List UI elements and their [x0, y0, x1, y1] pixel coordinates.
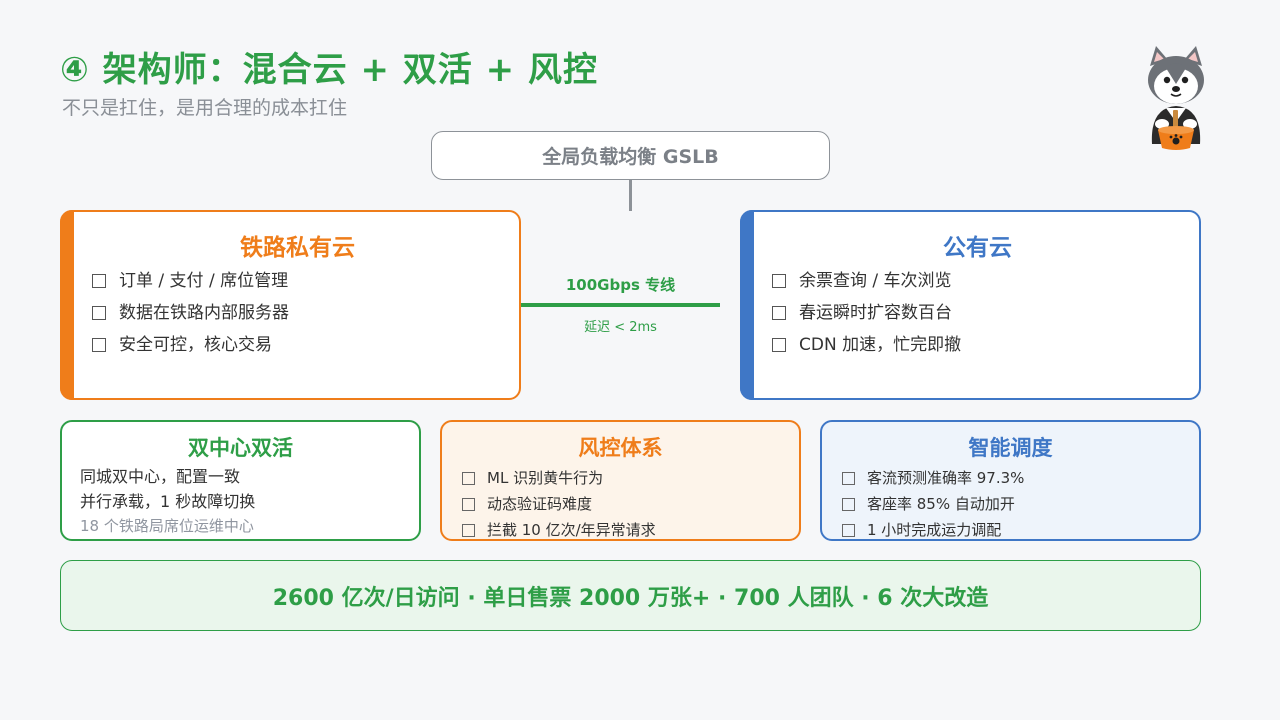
list-item-label: 春运瞬时扩容数百台: [799, 303, 952, 323]
dual-active-line: 并行承载，1 秒故障切换: [80, 492, 256, 511]
checkbox-icon: [462, 471, 475, 485]
checkbox-icon: [842, 471, 855, 485]
latency-label: 延迟 < 2ms: [584, 320, 657, 335]
private-cloud-panel: 铁路私有云 订单 / 支付 / 席位管理 数据在铁路内部服务器 安全可控，核心交…: [60, 210, 521, 400]
gslb-connector: [629, 180, 632, 211]
public-cloud-panel: 公有云 余票查询 / 车次浏览 春运瞬时扩容数百台 CDN 加速，忙完即撤: [740, 210, 1201, 400]
smart-scheduling-card: 智能调度 客流预测准确率 97.3% 客座率 85% 自动加开 1 小时完成运力…: [820, 420, 1201, 541]
list-item-label: 数据在铁路内部服务器: [119, 303, 289, 323]
stats-banner: 2600 亿次/日访问 · 单日售票 2000 万张+ · 700 人团队 · …: [60, 560, 1201, 631]
list-item: 余票查询 / 车次浏览: [772, 265, 961, 297]
list-item: 拦截 10 亿次/年异常请求: [462, 517, 656, 543]
private-cloud-accent-bar: [60, 210, 74, 400]
dual-active-lines: 同城双中心，配置一致 并行承载，1 秒故障切换 18 个铁路局席位运维中心: [80, 464, 255, 539]
list-item-label: 安全可控，核心交易: [119, 335, 272, 355]
public-cloud-accent-bar: [740, 210, 754, 400]
dual-active-title: 双中心双活: [188, 436, 293, 460]
dual-active-card: 双中心双活 同城双中心，配置一致 并行承载，1 秒故障切换 18 个铁路局席位运…: [60, 420, 421, 541]
list-item-label: 客座率 85% 自动加开: [867, 495, 1015, 513]
list-item: CDN 加速，忙完即撤: [772, 329, 961, 361]
list-item-label: 余票查询 / 车次浏览: [799, 271, 952, 291]
checkbox-icon: [842, 523, 855, 537]
checkbox-icon: [92, 306, 106, 320]
list-item: 订单 / 支付 / 席位管理: [92, 265, 289, 297]
list-item: ML 识别黄牛行为: [462, 465, 656, 491]
private-cloud-list: 订单 / 支付 / 席位管理 数据在铁路内部服务器 安全可控，核心交易: [92, 265, 289, 361]
list-item-label: CDN 加速，忙完即撤: [799, 335, 962, 355]
checkbox-icon: [462, 497, 475, 511]
dual-active-line: 18 个铁路局席位运维中心: [80, 517, 254, 535]
list-item: 安全可控，核心交易: [92, 329, 289, 361]
checkbox-icon: [842, 497, 855, 511]
husky-mascot-icon: [1140, 44, 1212, 154]
risk-control-card: 风控体系 ML 识别黄牛行为 动态验证码难度 拦截 10 亿次/年异常请求: [440, 420, 801, 541]
stats-text: 2600 亿次/日访问 · 单日售票 2000 万张+ · 700 人团队 · …: [272, 585, 989, 611]
dedicated-line-label: 100Gbps 专线: [565, 276, 676, 294]
smart-scheduling-list: 客流预测准确率 97.3% 客座率 85% 自动加开 1 小时完成运力调配: [842, 465, 1024, 543]
risk-control-title: 风控体系: [578, 436, 663, 460]
gslb-label: 全局负载均衡 GSLB: [542, 146, 719, 168]
list-item-label: 拦截 10 亿次/年异常请求: [487, 521, 656, 539]
checkbox-icon: [462, 523, 475, 537]
list-item: 动态验证码难度: [462, 491, 656, 517]
page-title: ④ 架构师：混合云 + 双活 + 风控: [60, 50, 598, 90]
dedicated-line-connector: [521, 303, 720, 307]
checkbox-icon: [772, 338, 786, 352]
checkbox-icon: [772, 274, 786, 288]
public-cloud-title: 公有云: [943, 235, 1012, 261]
list-item: 客流预测准确率 97.3%: [842, 465, 1024, 491]
list-item-label: 1 小时完成运力调配: [867, 521, 1002, 539]
smart-scheduling-title: 智能调度: [968, 436, 1053, 460]
list-item: 1 小时完成运力调配: [842, 517, 1024, 543]
list-item: 客座率 85% 自动加开: [842, 491, 1024, 517]
list-item: 春运瞬时扩容数百台: [772, 297, 961, 329]
dual-active-line: 同城双中心，配置一致: [80, 467, 241, 486]
list-item-label: ML 识别黄牛行为: [487, 469, 604, 487]
page-subtitle: 不只是扛住，是用合理的成本扛住: [62, 97, 348, 119]
checkbox-icon: [92, 338, 106, 352]
list-item-label: 订单 / 支付 / 席位管理: [119, 271, 289, 291]
checkbox-icon: [92, 274, 106, 288]
risk-control-list: ML 识别黄牛行为 动态验证码难度 拦截 10 亿次/年异常请求: [462, 465, 656, 543]
list-item-label: 客流预测准确率 97.3%: [867, 469, 1025, 487]
list-item-label: 动态验证码难度: [487, 495, 593, 513]
checkbox-icon: [772, 306, 786, 320]
private-cloud-title: 铁路私有云: [240, 235, 355, 261]
list-item: 数据在铁路内部服务器: [92, 297, 289, 329]
public-cloud-list: 余票查询 / 车次浏览 春运瞬时扩容数百台 CDN 加速，忙完即撤: [772, 265, 961, 361]
gslb-node: 全局负载均衡 GSLB: [431, 131, 830, 180]
